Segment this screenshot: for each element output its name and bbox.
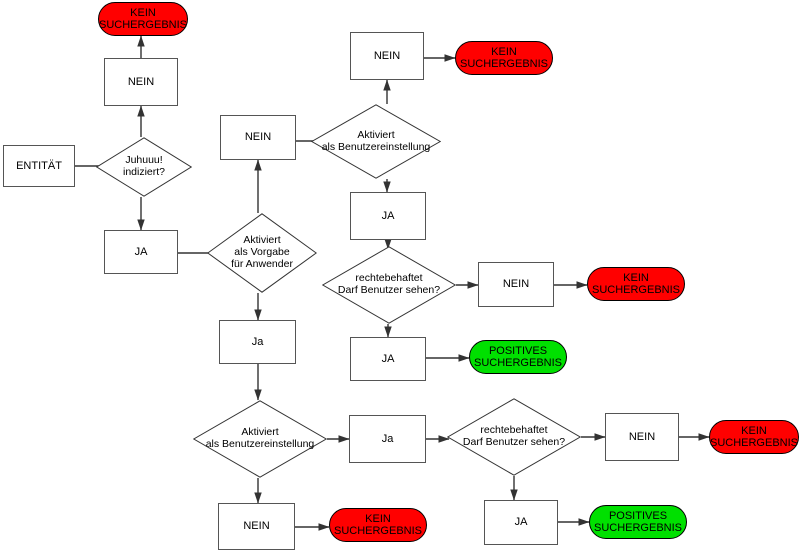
node-label-d_benutz_2: Aktiviert als Benutzereinstellung [205, 426, 315, 450]
node-d_rechte_1[interactable]: rechtebehaftet Darf Benutzer sehen? [322, 246, 456, 324]
node-d_benutz_1[interactable]: Aktiviert als Benutzereinstellung [311, 104, 441, 179]
node-nein_low_left[interactable]: NEIN [218, 503, 295, 550]
node-label-ja_left: JA [134, 245, 148, 258]
node-nein_top_mid[interactable]: NEIN [350, 32, 424, 80]
node-label-pos_low: POSITIVES SUCHERGEBNIS [593, 509, 683, 534]
node-label-d_vorgabe: Aktiviert als Vorgabe für Anwender [231, 234, 293, 270]
node-nein_mid_rgt[interactable]: NEIN [478, 262, 554, 307]
node-label-nein_low_rgt: NEIN [628, 430, 656, 443]
node-ja_mid[interactable]: JA [350, 192, 426, 240]
node-label-keg_mid_rgt: KEIN SUCHERGEBNIS [591, 271, 681, 296]
node-ja_low_rgt[interactable]: JA [484, 500, 558, 545]
node-keg_low_left[interactable]: KEIN SUCHERGEBNIS [329, 508, 427, 542]
node-label-pos_mid: POSITIVES SUCHERGEBNIS [473, 344, 563, 369]
node-label-keg_low_rgt: KEIN SUCHERGEBNIS [709, 424, 799, 449]
diamond-outline [193, 400, 327, 478]
node-ja_left[interactable]: JA [104, 230, 178, 274]
diamond-outline [96, 137, 192, 197]
node-ja_low_mid[interactable]: Ja [349, 415, 426, 463]
node-label-d_benutz_1: Aktiviert als Benutzereinstellung [321, 128, 431, 153]
node-label-nein_top_left: NEIN [127, 75, 155, 88]
node-keg_mid_rgt[interactable]: KEIN SUCHERGEBNIS [587, 267, 685, 301]
node-ja_low_left[interactable]: Ja [219, 320, 296, 364]
node-d_indiziert[interactable]: Juhuuu! indiziert? [96, 137, 192, 197]
node-label-ja_mid: JA [381, 209, 395, 222]
node-label-entitaet: ENTITÄT [16, 159, 62, 172]
node-label-nein_top_mid: NEIN [373, 49, 401, 62]
node-d_vorgabe[interactable]: Aktiviert als Vorgabe für Anwender [207, 213, 317, 293]
node-ja_mid_low[interactable]: JA [350, 337, 426, 381]
node-label-nein_mid_rgt: NEIN [502, 278, 530, 291]
node-label-d_indiziert: Juhuuu! indiziert? [122, 154, 166, 178]
node-label-nein_low_left: NEIN [243, 520, 270, 533]
node-keg_low_rgt[interactable]: KEIN SUCHERGEBNIS [709, 420, 799, 454]
node-pos_low[interactable]: POSITIVES SUCHERGEBNIS [589, 505, 687, 539]
node-nein_mid_left[interactable]: NEIN [220, 115, 296, 160]
diamond-outline [322, 246, 456, 324]
node-label-d_rechte_1: rechtebehaftet Darf Benutzer sehen? [337, 272, 441, 296]
node-label-d_rechte_2: rechtebehaftet Darf Benutzer sehen? [462, 424, 566, 448]
node-label-ja_mid_low: JA [381, 352, 395, 365]
node-label-keg_top_left: KEIN SUCHERGEBNIS [98, 6, 188, 31]
node-label-ja_low_rgt: JA [514, 516, 528, 529]
node-nein_top_left[interactable]: NEIN [104, 58, 178, 106]
node-label-ja_low_mid: Ja [381, 432, 394, 445]
node-label-keg_top_mid: KEIN SUCHERGEBNIS [459, 45, 549, 70]
node-d_rechte_2[interactable]: rechtebehaftet Darf Benutzer sehen? [447, 398, 581, 476]
node-label-keg_low_left: KEIN SUCHERGEBNIS [333, 512, 423, 537]
node-label-nein_mid_left: NEIN [244, 131, 272, 144]
node-label-ja_low_left: Ja [251, 335, 264, 348]
node-d_benutz_2[interactable]: Aktiviert als Benutzereinstellung [193, 400, 327, 478]
diamond-outline [207, 213, 317, 293]
node-entitaet[interactable]: ENTITÄT [3, 145, 75, 187]
node-keg_top_mid[interactable]: KEIN SUCHERGEBNIS [455, 41, 553, 75]
node-nein_low_rgt[interactable]: NEIN [605, 413, 679, 461]
node-pos_mid[interactable]: POSITIVES SUCHERGEBNIS [469, 340, 567, 374]
node-keg_top_left[interactable]: KEIN SUCHERGEBNIS [98, 2, 188, 36]
diamond-outline [311, 104, 441, 179]
diamond-outline [447, 398, 581, 476]
